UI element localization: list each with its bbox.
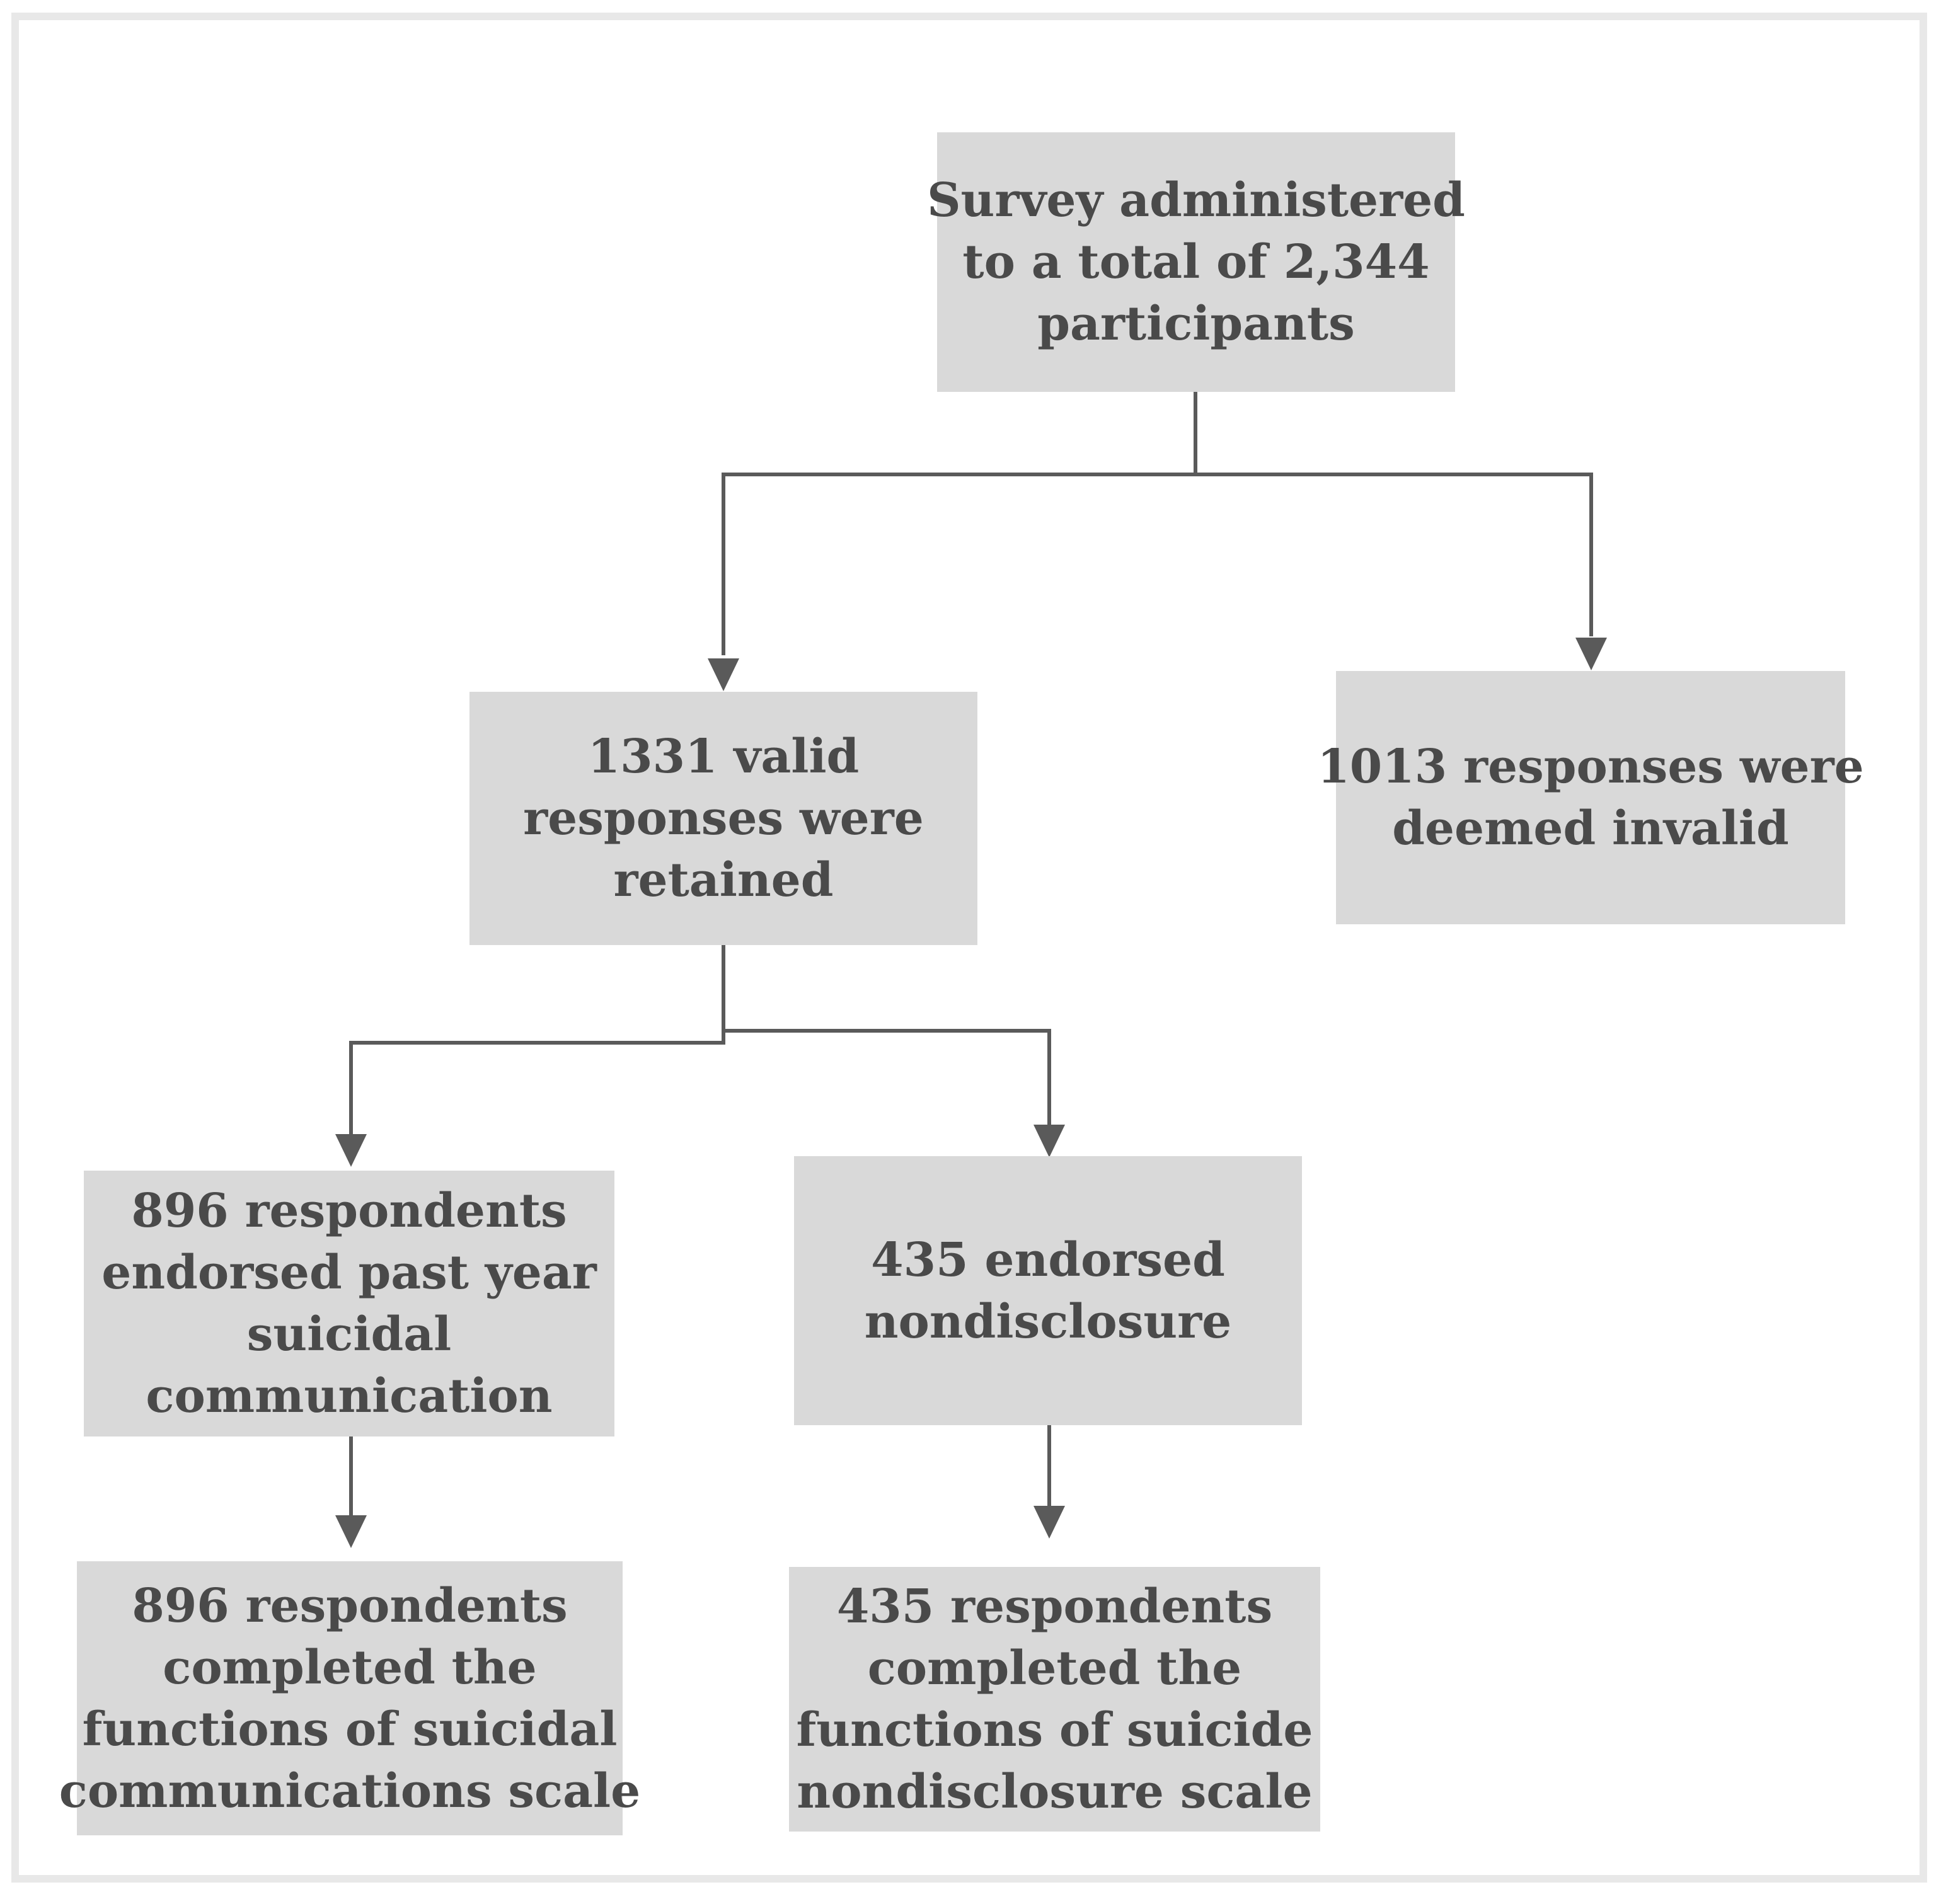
invalid-line-2: deemed invalid [1392, 801, 1789, 856]
communication-line-2: endorsed past year [101, 1246, 597, 1300]
survey-box: Survey administered to a total of 2,344 … [927, 132, 1465, 392]
nondisclosure-scale-line-3: functions of suicide [796, 1703, 1313, 1757]
survey-line-1: Survey administered [927, 173, 1465, 227]
connector-survey-to-invalid [1195, 473, 1593, 636]
communication-scale-line-3: functions of suicidal [82, 1702, 618, 1757]
valid-line-3: retained [613, 853, 834, 907]
nondisclosure-scale-line-1: 435 respondents [836, 1580, 1273, 1634]
communication-scale-line-4: communications scale [59, 1763, 641, 1818]
arrowhead-nondisclosure-scale [1033, 1506, 1065, 1539]
communication-line-3: suicidal [246, 1307, 452, 1362]
nondisclosure-box: 435 endorsed nondisclosure [794, 1156, 1302, 1425]
communication-line-1: 896 respondents [131, 1184, 567, 1238]
communication-scale-box: 896 respondents completed the functions … [59, 1561, 640, 1835]
nondisclosure-line-1: 435 endorsed [871, 1232, 1225, 1287]
valid-line-2: responses were [523, 791, 924, 846]
valid-responses-box: 1331 valid responses were retained [469, 692, 977, 945]
survey-line-3: participants [1037, 297, 1355, 351]
nondisclosure-line-2: nondisclosure [864, 1294, 1232, 1349]
invalid-responses-box: 1013 responses were deemed invalid [1317, 671, 1864, 924]
communication-line-4: communication [146, 1369, 553, 1423]
arrowhead-invalid [1575, 638, 1607, 670]
connector-valid-to-communication [349, 945, 725, 1134]
communication-scale-line-2: completed the [163, 1640, 537, 1695]
nondisclosure-scale-line-2: completed the [867, 1641, 1242, 1695]
arrowhead-communication-scale [335, 1515, 367, 1548]
valid-line-1: 1331 valid [587, 730, 860, 784]
arrowhead-valid [708, 658, 739, 691]
survey-line-2: to a total of 2,344 [962, 235, 1430, 289]
nondisclosure-scale-line-4: nondisclosure scale [797, 1765, 1313, 1819]
arrowhead-nondisclosure [1033, 1125, 1065, 1157]
communication-box: 896 respondents endorsed past year suici… [84, 1171, 614, 1437]
connector-valid-to-nondisclosure [723, 1029, 1051, 1125]
nondisclosure-scale-box: 435 respondents completed the functions … [789, 1567, 1320, 1832]
connector-survey-to-valid [722, 392, 1197, 655]
invalid-line-1: 1013 responses were [1317, 740, 1864, 794]
arrowhead-communication [335, 1134, 367, 1167]
communication-scale-line-1: 896 respondents [132, 1578, 568, 1633]
